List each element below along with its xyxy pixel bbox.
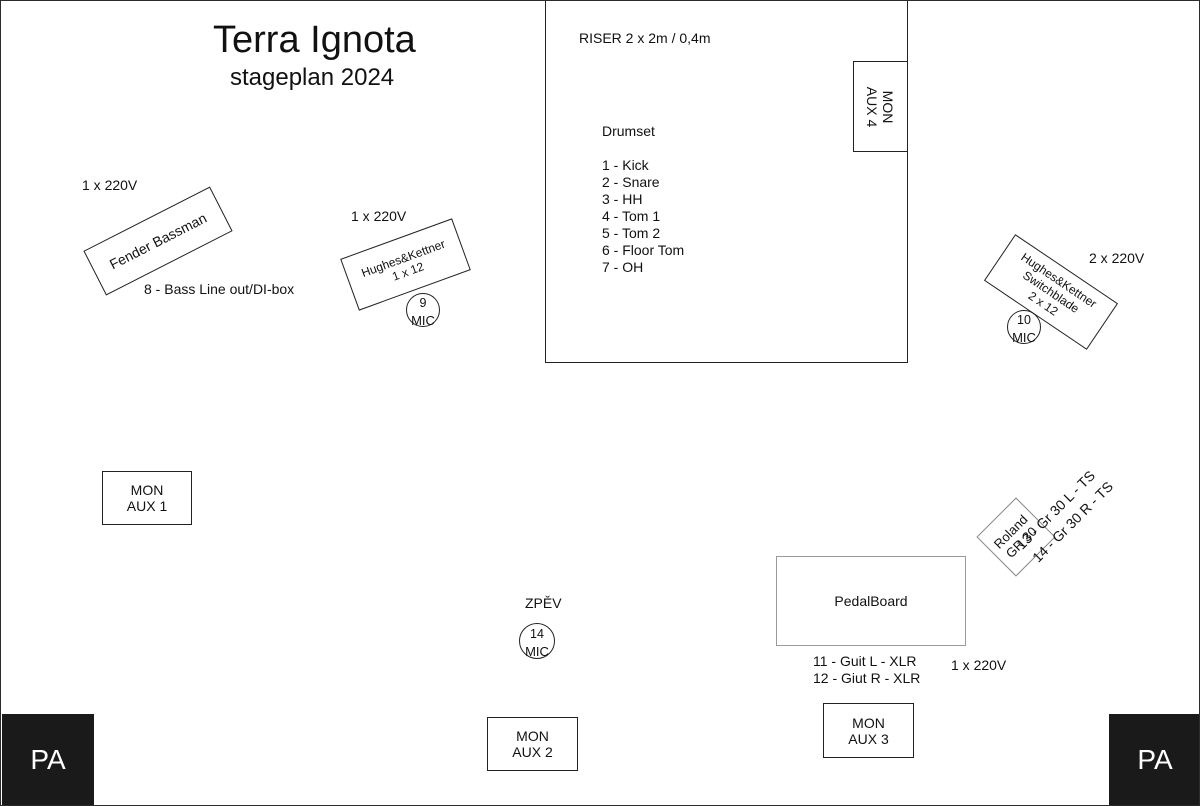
monitor-aux4-line1: MON [880, 90, 897, 123]
riser-label: RISER 2 x 2m / 0,4m [579, 30, 711, 46]
monitor-aux2: MON AUX 2 [487, 717, 578, 771]
mic-10-label: MIC [1012, 330, 1036, 345]
guitar-right-power: 2 x 220V [1089, 250, 1145, 266]
bass-channel: 8 - Bass Line out/DI-box [144, 281, 295, 297]
pa-right: PA [1109, 714, 1199, 805]
monitor-aux1-line1: MON [130, 482, 164, 498]
drum-channel-item: 5 - Tom 2 [602, 225, 661, 241]
mic-10-number: 10 [1017, 313, 1031, 327]
monitor-aux2-line1: MON [516, 728, 549, 744]
mic-9-label: MIC [411, 313, 435, 328]
pedalboard-channel-12: 12 - Giut R - XLR [813, 670, 921, 686]
mic-9-number: 9 [419, 296, 427, 310]
plan-title: Terra Ignota [213, 19, 416, 61]
bass-amp-label: Fender Bassman [106, 209, 210, 273]
monitor-aux4-label: MON AUX 4 [865, 86, 897, 126]
monitor-aux2-line2: AUX 2 [512, 744, 553, 760]
bass-power: 1 x 220V [82, 177, 138, 193]
mic-14-label: MIC [525, 644, 549, 659]
mic-10: 10 MIC [1007, 310, 1041, 344]
guitar-left-power: 1 x 220V [351, 208, 407, 224]
monitor-aux1-line2: AUX 1 [126, 498, 168, 514]
pedalboard-channel-11: 11 - Guit L - XLR [813, 653, 917, 669]
monitor-aux3: MON AUX 3 [823, 703, 914, 758]
monitor-aux3-line1: MON [852, 714, 885, 731]
pedalboard-label: PedalBoard [834, 593, 908, 609]
guitar-left-amp: Hughes&Kettner 1 x 12 [340, 218, 471, 311]
pa-left: PA [2, 714, 94, 805]
drumset-heading: Drumset [602, 123, 655, 139]
plan-subtitle: stageplan 2024 [230, 64, 395, 91]
vocal-label: ZPĚV [525, 595, 562, 611]
monitor-aux4-line2: AUX 4 [864, 86, 881, 127]
monitor-aux1: MON AUX 1 [102, 471, 192, 525]
drum-channel-item: 7 - OH [602, 259, 644, 275]
mic-9: 9 MIC [406, 293, 440, 327]
monitor-aux4: MON AUX 4 [853, 61, 908, 152]
monitor-aux3-line2: AUX 3 [848, 730, 889, 747]
pedalboard-power: 1 x 220V [951, 657, 1007, 673]
mic-14: 14 MIC [519, 623, 555, 659]
drum-channel-item: 1 - Kick [602, 157, 649, 173]
drum-channel-item: 4 - Tom 1 [602, 208, 661, 224]
drum-channel-item: 3 - HH [602, 191, 643, 207]
drum-channel-item: 2 - Snare [602, 174, 660, 190]
drum-channel-list: 1 - Kick 2 - Snare 3 - HH 4 - Tom 1 5 - … [602, 157, 684, 276]
mic-14-number: 14 [530, 627, 544, 641]
bass-amp: Fender Bassman [83, 186, 233, 296]
pedalboard: PedalBoard [776, 556, 966, 646]
drum-channel-item: 6 - Floor Tom [602, 242, 685, 258]
drum-riser: RISER 2 x 2m / 0,4m Drumset 1 - Kick 2 -… [545, 1, 908, 363]
